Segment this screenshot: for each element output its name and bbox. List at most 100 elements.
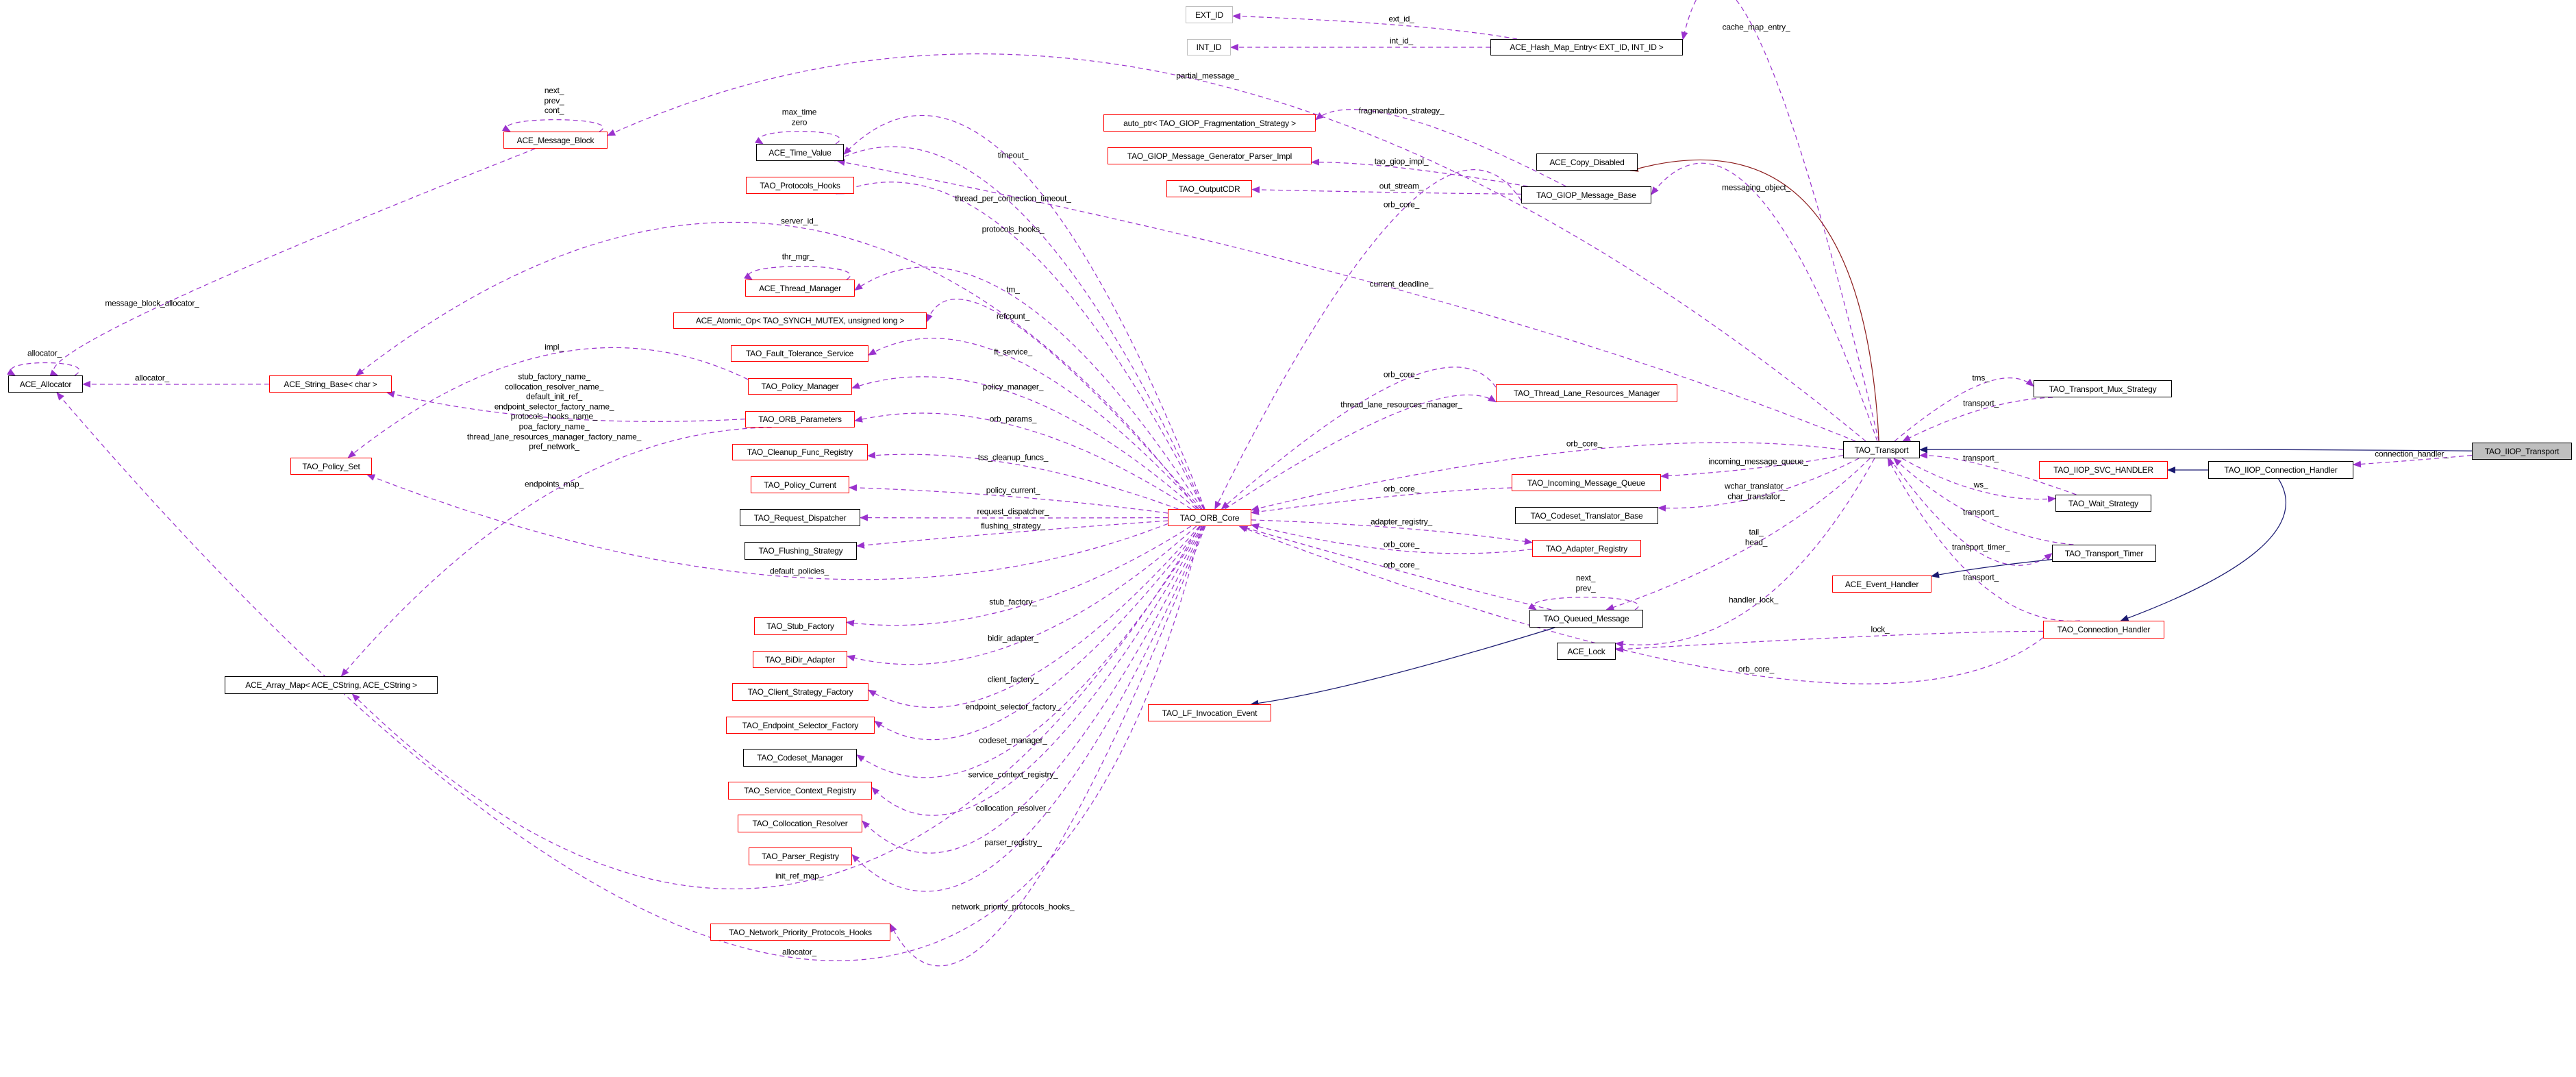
edge-label: orb_core_ xyxy=(1566,438,1603,449)
class-node[interactable]: TAO_Incoming_Message_Queue xyxy=(1512,474,1661,491)
class-node[interactable]: TAO_Adapter_Registry xyxy=(1532,540,1641,557)
class-node[interactable]: ACE_Allocator xyxy=(8,375,83,393)
class-node[interactable]: TAO_BiDir_Adapter xyxy=(753,651,847,668)
class-node[interactable]: TAO_Endpoint_Selector_Factory xyxy=(726,717,875,734)
class-node[interactable]: TAO_Policy_Manager xyxy=(748,378,852,395)
usage-edge xyxy=(755,131,840,145)
edge-label: orb_core_ xyxy=(1383,369,1420,380)
edge-label: thr_mgr_ xyxy=(781,251,814,262)
usage-edge xyxy=(849,484,1168,514)
usage-edge xyxy=(1225,394,1497,510)
edge-label: impl_ xyxy=(545,342,564,352)
usage-edge xyxy=(1889,458,2053,566)
class-node[interactable]: TAO_Fault_Tolerance_Service xyxy=(731,345,868,362)
class-node[interactable]: ACE_Copy_Disabled xyxy=(1536,153,1638,171)
edge-label: transport_ xyxy=(1962,507,1999,517)
class-node[interactable]: TAO_Collocation_Resolver xyxy=(738,815,862,832)
class-node[interactable]: ACE_Atomic_Op< TAO_SYNCH_MUTEX, unsigned… xyxy=(673,312,927,329)
usage-edge xyxy=(49,148,536,376)
edge-label: ft_service_ xyxy=(994,347,1032,357)
edge-label: transport_ xyxy=(1962,572,1999,582)
class-node[interactable]: TAO_Stub_Factory xyxy=(754,617,847,635)
class-node[interactable]: ACE_Hash_Map_Entry< EXT_ID, INT_ID > xyxy=(1490,39,1683,55)
class-node[interactable]: EXT_ID xyxy=(1186,6,1233,23)
class-node[interactable]: ACE_Message_Block xyxy=(503,132,608,149)
edge-label: orb_core_ xyxy=(1383,539,1420,549)
edge-label: codeset_manager_ xyxy=(979,735,1047,745)
edge-label: init_ref_map_ xyxy=(775,871,824,881)
edge-label: thread_per_connection_timeout_ xyxy=(955,193,1071,203)
usage-edge xyxy=(1528,597,1639,610)
edge-label: refcount_ xyxy=(996,311,1030,321)
class-node[interactable]: TAO_Protocols_Hooks xyxy=(746,177,854,194)
edge-label: network_priority_protocols_hooks_ xyxy=(951,902,1075,912)
edge-label: stub_factory_name_ collocation_resolver_… xyxy=(466,371,642,451)
class-node[interactable]: ACE_Array_Map< ACE_CString, ACE_CString … xyxy=(225,676,438,694)
class-node[interactable]: ACE_Lock xyxy=(1557,643,1616,660)
class-node[interactable]: TAO_Request_Dispatcher xyxy=(740,509,860,526)
class-node[interactable]: TAO_Transport_Mux_Strategy xyxy=(2034,380,2172,397)
usage-edge xyxy=(868,525,1200,708)
class-node[interactable]: ACE_String_Base< char > xyxy=(269,375,392,393)
edge-label: orb_core_ xyxy=(1383,484,1420,494)
class-node[interactable]: TAO_ORB_Parameters xyxy=(745,411,855,428)
usage-edge xyxy=(926,298,1201,510)
edge-label: server_id_ xyxy=(780,216,818,226)
edge-label: current_deadline_ xyxy=(1369,279,1434,289)
class-node[interactable]: TAO_GIOP_Message_Base xyxy=(1521,186,1651,203)
edge-label: next_ prev_ cont_ xyxy=(544,86,564,116)
edge-label: connection_handler_ xyxy=(2375,449,2449,459)
edge-label: tail_ head_ xyxy=(1745,527,1768,547)
edge-label: endpoints_map_ xyxy=(525,479,584,489)
edge-label: orb_core_ xyxy=(1383,560,1420,570)
class-node[interactable]: TAO_OutputCDR xyxy=(1166,180,1252,197)
class-node[interactable]: TAO_Codeset_Manager xyxy=(743,749,857,767)
class-node[interactable]: TAO_LF_Invocation_Event xyxy=(1148,704,1271,721)
class-node[interactable]: TAO_Policy_Set xyxy=(290,458,372,475)
edge-label: message_block_allocator_ xyxy=(105,298,199,308)
edge-label: tss_cleanup_funcs_ xyxy=(977,452,1049,462)
class-node[interactable]: TAO_Policy_Current xyxy=(751,476,849,493)
class-node[interactable]: ACE_Thread_Manager xyxy=(745,280,855,297)
class-node[interactable]: TAO_Connection_Handler xyxy=(2043,621,2164,639)
focus-class-node[interactable]: TAO_IIOP_Transport xyxy=(2472,443,2572,460)
class-node[interactable]: TAO_IIOP_SVC_HANDLER xyxy=(2039,461,2168,479)
class-node[interactable]: TAO_IIOP_Connection_Handler xyxy=(2208,461,2353,479)
class-node[interactable]: TAO_GIOP_Message_Generator_Parser_Impl xyxy=(1108,147,1312,164)
class-node[interactable]: ACE_Time_Value xyxy=(756,144,844,161)
class-node[interactable]: TAO_Thread_Lane_Resources_Manager xyxy=(1496,384,1677,402)
class-node[interactable]: ACE_Event_Handler xyxy=(1832,575,1931,593)
usage-edge xyxy=(351,525,1201,890)
class-node[interactable]: TAO_Flushing_Strategy xyxy=(745,542,857,560)
usage-edge xyxy=(1894,377,2034,442)
usage-edge xyxy=(1615,630,2044,653)
edge-label: default_policies_ xyxy=(770,566,829,576)
class-node[interactable]: TAO_Cleanup_Func_Registry xyxy=(732,444,868,460)
usage-edge xyxy=(1315,109,1566,187)
class-node[interactable]: TAO_Network_Priority_Protocols_Hooks xyxy=(710,924,890,941)
usage-edge xyxy=(347,347,749,458)
class-node[interactable]: TAO_Codeset_Translator_Base xyxy=(1515,507,1658,524)
class-node[interactable]: INT_ID xyxy=(1187,39,1231,55)
class-node[interactable]: TAO_Transport_Timer xyxy=(2052,545,2156,562)
edge-label: next_ prev_ xyxy=(1575,573,1596,593)
class-node[interactable]: TAO_Transport xyxy=(1843,441,1920,458)
edge-label: wchar_translator_ char_translator_ xyxy=(1725,481,1788,501)
edge-label: allocator_ xyxy=(134,373,170,383)
class-node[interactable]: TAO_Service_Context_Registry xyxy=(728,782,872,800)
edge-label: ws_ xyxy=(1973,480,1988,490)
edge-label: int_id_ xyxy=(1390,36,1413,46)
usage-edge xyxy=(1251,519,1533,545)
class-node[interactable]: TAO_ORB_Core xyxy=(1168,509,1251,526)
edge-label: allocator_ xyxy=(781,947,817,957)
class-node[interactable]: TAO_Client_Strategy_Factory xyxy=(732,683,868,701)
edge-label: client_factory_ xyxy=(987,674,1039,684)
edge-label: policy_current_ xyxy=(986,485,1040,495)
edge-label: lock_ xyxy=(1871,624,1890,634)
class-node[interactable]: auto_ptr< TAO_GIOP_Fragmentation_Strateg… xyxy=(1103,114,1316,132)
inheritance-edge xyxy=(1931,559,2053,578)
class-node[interactable]: TAO_Parser_Registry xyxy=(749,847,852,865)
edge-label: adapter_registry_ xyxy=(1371,517,1432,527)
class-node[interactable]: TAO_Wait_Strategy xyxy=(2055,495,2151,512)
class-node[interactable]: TAO_Queued_Message xyxy=(1529,610,1643,628)
